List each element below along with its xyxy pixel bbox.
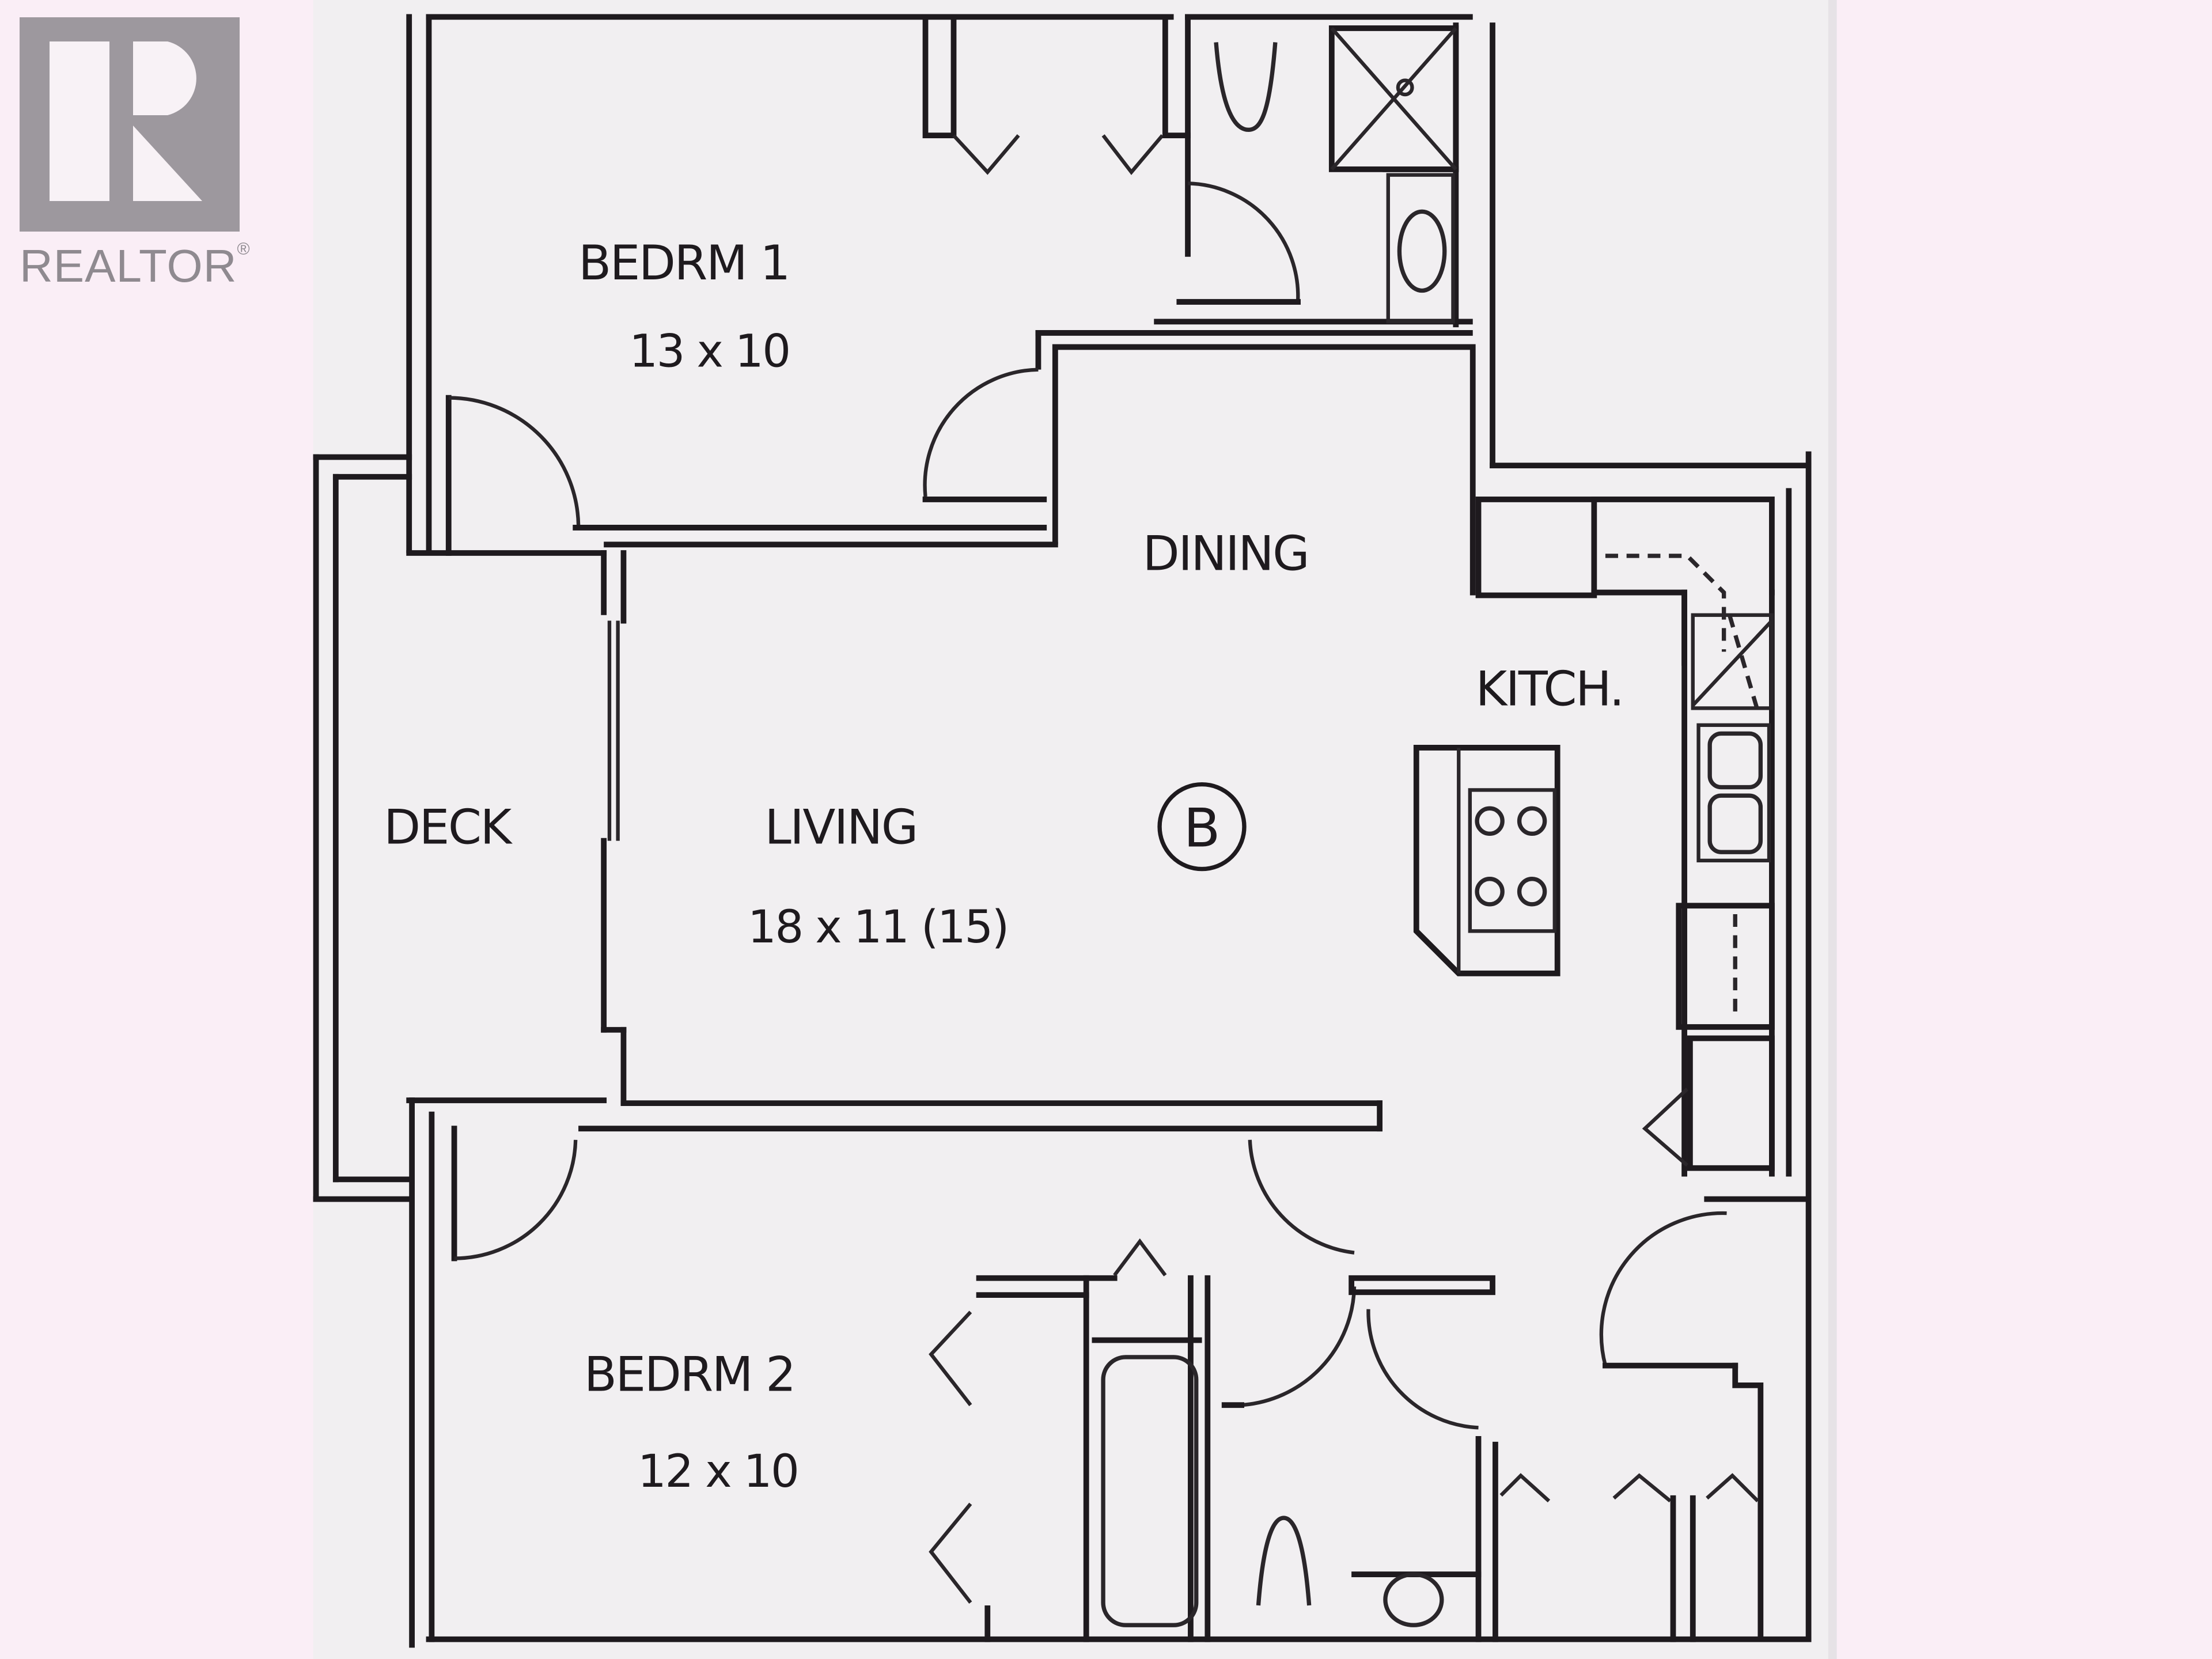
deck-label: DECK	[384, 799, 513, 855]
kitchen-label: KITCH.	[1476, 661, 1623, 717]
room-labels: BEDRM 1 13 x 10 DINING KITCH. DECK LIVIN…	[384, 235, 1624, 1498]
realtor-watermark: REALTOR®	[20, 17, 250, 300]
realtor-wordmark: REALTOR®	[20, 240, 251, 291]
deck-outline	[313, 454, 607, 1202]
unit-marker-circle-icon	[1157, 782, 1247, 872]
registered-mark: ®	[237, 240, 251, 259]
living-dining-walls	[578, 344, 1775, 1132]
bathroom2	[1092, 1238, 1495, 1642]
kitchen-fixtures	[1413, 589, 1775, 1177]
paper-sheet	[313, 0, 1834, 1659]
exterior-walls	[406, 14, 1812, 1648]
entry-closets	[1493, 1196, 1812, 1642]
bedroom1-label: BEDRM 1	[578, 235, 789, 291]
living-dimensions: 18 x 11 (15)	[748, 901, 1008, 953]
bedroom2-dimensions: 12 x 10	[638, 1445, 798, 1498]
dining-label: DINING	[1143, 525, 1309, 581]
bathroom1	[1214, 22, 1459, 328]
living-label: LIVING	[764, 799, 917, 855]
realtor-brand-text: REALTOR	[20, 240, 237, 291]
bedroom2-walls	[451, 1126, 1355, 1642]
realtor-r-logo-icon	[20, 17, 240, 232]
bedroom1-dimensions: 13 x 10	[629, 325, 789, 378]
bedroom2-label: BEDRM 2	[584, 1347, 795, 1403]
bedroom1-walls	[445, 14, 1473, 556]
unit-marker-label: B	[1184, 797, 1221, 859]
